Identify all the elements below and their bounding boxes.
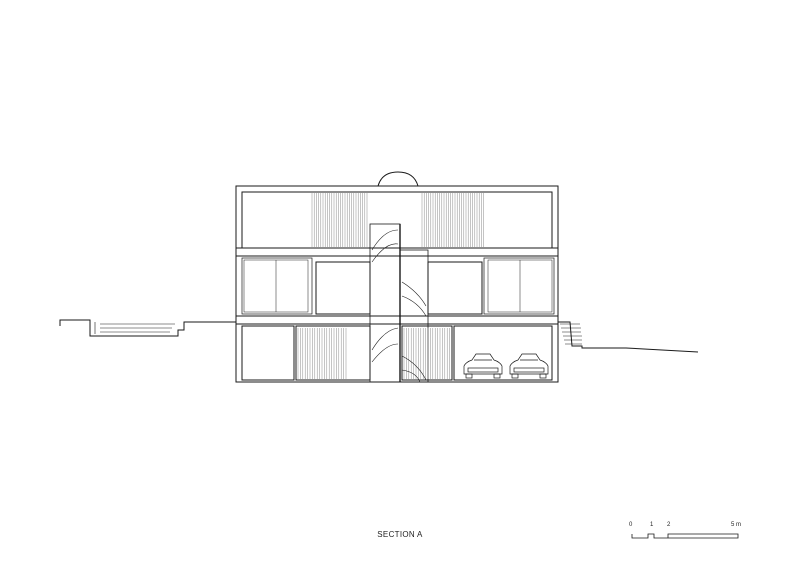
scale-bar	[631, 533, 739, 539]
garage-cars	[463, 353, 549, 379]
ground-line-left	[59, 319, 238, 337]
middle-floor-room-left	[241, 257, 313, 315]
exterior-stair-right	[560, 323, 582, 345]
cladding-hatch	[297, 193, 484, 379]
roof-skylight-dome	[377, 171, 419, 187]
middle-floor-room-right	[483, 257, 555, 315]
building-section	[59, 171, 699, 383]
lower-floor-room-center-right	[401, 325, 453, 381]
scale-label-0: 0	[629, 522, 633, 528]
lower-floor-room-center-left	[295, 325, 371, 381]
garage	[453, 325, 553, 381]
stair-core-right	[399, 249, 429, 383]
slab-ground	[235, 315, 559, 325]
spiral-stair	[371, 229, 427, 383]
middle-floor-hall-right	[427, 261, 483, 315]
slab-upper	[235, 247, 559, 257]
middle-floor-hall-left	[315, 261, 371, 315]
scale-label-1: 1	[650, 522, 654, 528]
upper-floor-room	[241, 191, 553, 249]
car-icon	[463, 353, 503, 379]
drawing-caption: SECTION A	[377, 530, 423, 539]
car-icon	[509, 353, 549, 379]
ground-line-right	[558, 321, 699, 353]
building-outline	[235, 185, 559, 383]
scale-label-5m: 5 m	[731, 522, 742, 528]
lower-floor-room-left	[241, 325, 295, 381]
terrace-steps	[94, 322, 175, 334]
scale-label-2: 2	[667, 522, 671, 528]
